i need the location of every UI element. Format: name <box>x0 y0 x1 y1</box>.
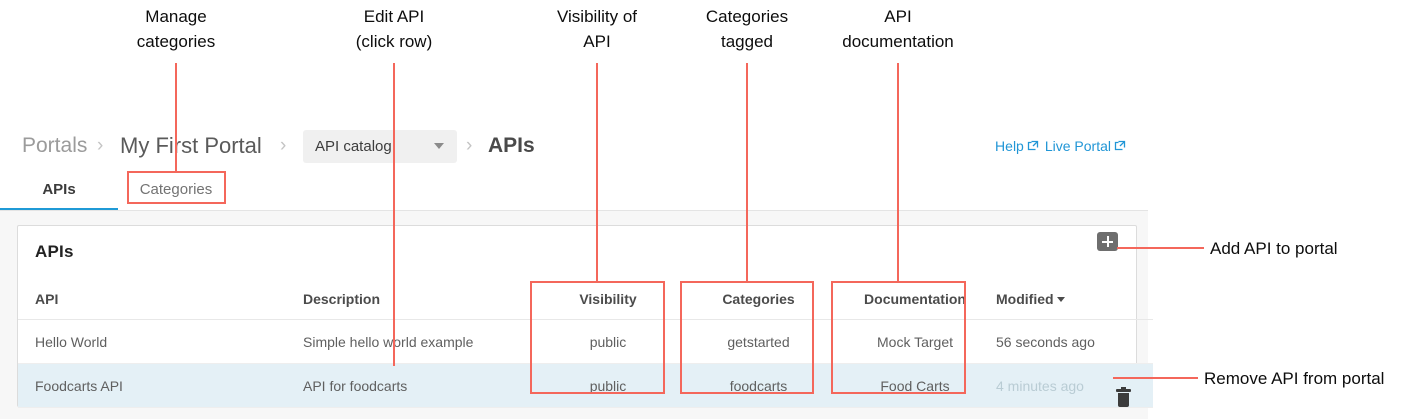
portal-admin-screen: Portals › My First Portal › API catalog … <box>0 108 1153 419</box>
annotation-leader-categories <box>746 63 748 283</box>
annotation-box-visibility-column <box>530 281 665 394</box>
table-row[interactable]: Foodcarts API API for foodcarts public f… <box>18 363 1153 408</box>
breadcrumb-separator: › <box>466 135 473 156</box>
column-header-modified-label: Modified <box>996 291 1054 307</box>
apis-card: APIs API Description Visibility Categori… <box>17 225 1153 408</box>
help-link-label: Help <box>995 138 1024 154</box>
header-links: Help Live Portal <box>995 124 1132 168</box>
live-portal-link-label: Live Portal <box>1044 138 1111 154</box>
breadcrumb-my-first-portal[interactable]: My First Portal <box>120 133 262 158</box>
annotation-leader-edit-api <box>393 63 395 366</box>
annotation-leader-add-api <box>1117 247 1204 249</box>
breadcrumb-apis: APIs <box>488 134 535 157</box>
cell-categories: foodcarts <box>729 377 788 394</box>
tab-bar: APIs Categories <box>0 168 1148 212</box>
annotation-visibility-of-api: Visibility of API <box>557 7 637 51</box>
cell-description: API for foodcarts <box>303 377 408 394</box>
annotation-box-categories-column <box>680 281 814 394</box>
annotation-leader-manage-categories <box>175 63 177 173</box>
breadcrumb-separator: › <box>280 135 287 156</box>
column-header-modified[interactable]: Modified <box>996 283 1153 320</box>
cell-modified: 56 seconds ago <box>996 333 1095 350</box>
column-header-api[interactable]: API <box>35 291 59 307</box>
annotation-manage-categories: Manage categories <box>136 7 216 51</box>
external-link-icon <box>1027 140 1039 152</box>
add-api-button[interactable] <box>1097 232 1118 251</box>
table-header-row: API Description Visibility Categories Do… <box>18 283 1153 320</box>
cell-visibility: public <box>589 333 627 350</box>
apis-table: API Description Visibility Categories Do… <box>18 283 1153 408</box>
annotation-add-api: Add API to portal <box>1210 239 1338 258</box>
card-title: APIs <box>35 242 74 261</box>
annotation-leader-documentation <box>897 63 899 283</box>
live-portal-link[interactable]: Live Portal <box>1045 138 1111 154</box>
annotation-api-documentation: API documentation <box>842 7 954 51</box>
cell-modified-with-actions: 4 minutes ago <box>996 364 1153 408</box>
cell-categories: getstarted <box>727 333 790 350</box>
annotation-remove-api: Remove API from portal <box>1204 369 1385 388</box>
table-row[interactable]: Hello World Simple hello world example p… <box>18 320 1153 364</box>
cell-documentation: Mock Target <box>877 333 953 350</box>
annotation-leader-visibility <box>596 63 598 283</box>
annotation-box-documentation-column <box>831 281 966 394</box>
breadcrumb: Portals › My First Portal › API catalog … <box>0 124 1148 168</box>
annotation-box-categories-tab <box>127 171 226 204</box>
tab-categories[interactable]: Categories <box>139 181 213 198</box>
tab-apis[interactable]: APIs <box>0 168 118 211</box>
breadcrumb-separator: › <box>97 135 104 156</box>
cell-modified: 4 minutes ago <box>996 377 1084 394</box>
delete-api-icon[interactable] <box>1116 386 1131 407</box>
help-link[interactable]: Help <box>995 138 1024 154</box>
annotation-leader-remove-api <box>1113 377 1198 379</box>
column-header-visibility[interactable]: Visibility <box>579 291 637 307</box>
api-catalog-dropdown-label: API catalog <box>315 138 392 155</box>
cell-api: Foodcarts API <box>35 377 123 394</box>
cell-api: Hello World <box>35 333 108 350</box>
api-catalog-dropdown[interactable]: API catalog <box>303 130 457 163</box>
breadcrumb-portals[interactable]: Portals <box>22 134 88 157</box>
tab-bar-divider <box>0 210 1148 211</box>
column-header-documentation[interactable]: Documentation <box>864 291 966 307</box>
annotation-categories-tagged: Categories tagged <box>705 7 789 51</box>
column-header-categories[interactable]: Categories <box>722 291 795 307</box>
annotation-edit-api: Edit API (click row) <box>355 7 433 51</box>
sort-descending-icon <box>1056 297 1065 302</box>
chevron-down-icon <box>434 143 444 149</box>
cell-description: Simple hello world example <box>303 333 474 350</box>
external-link-icon <box>1114 140 1126 152</box>
cell-visibility: public <box>589 377 627 394</box>
cell-documentation: Food Carts <box>880 377 950 394</box>
column-header-description[interactable]: Description <box>303 291 381 307</box>
